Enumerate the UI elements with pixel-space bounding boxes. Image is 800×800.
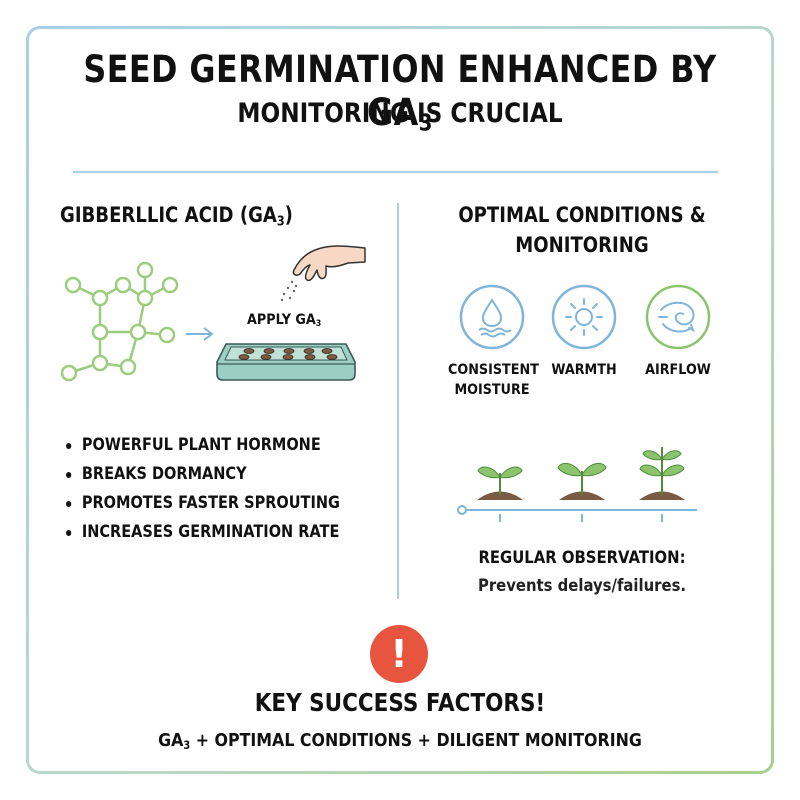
seedling-growth-timeline [457,447,697,522]
condition-label-airflow: AIRFLOW [645,362,711,378]
list-item: POWERFUL PLANT HORMONE [66,430,340,459]
benefits-list: POWERFUL PLANT HORMONE BREAKS DORMANCY P… [66,430,377,546]
seedling-icon [557,462,607,500]
seed-tray-icon [216,343,356,381]
alert-icon: ! [370,625,428,683]
condition-label-warmth: WARMTH [551,362,617,378]
hand-sprinkling-icon [280,245,366,302]
page-subtitle: MONITORING IS CRUCIAL [237,98,563,129]
water-drop-icon [459,284,525,350]
condition-label-moisture: CONSISTENT MOISTURE [448,362,539,398]
list-item: PROMOTES FASTER SPROUTING [66,488,340,517]
right-heading: OPTIMAL CONDITIONS & MONITORING [458,203,706,257]
sun-icon [551,284,617,350]
vertical-divider [397,203,399,599]
apply-ga3-label: APPLY GA3 [247,312,322,330]
list-item: INCREASES GERMINATION RATE [66,517,340,546]
arrow-right-icon [186,327,214,341]
key-success-title: KEY SUCCESS FACTORS! [254,688,546,717]
page-title: SEED GERMINATION ENHANCED BY GA3 [83,48,717,137]
left-heading: GIBBERLLIC ACID (GA3) [60,203,293,230]
list-item: BREAKS DORMANCY [66,459,340,488]
seedling-icon [639,447,685,500]
observation-title: REGULAR OBSERVATION: [478,548,686,567]
airflow-swirl-icon [645,284,711,350]
seedling-icon [477,466,523,500]
horizontal-divider [73,171,718,173]
observation-text: Prevents delays/failures. [477,576,687,595]
molecule-structure-icon [60,261,179,382]
success-formula: GA3 + OPTIMAL CONDITIONS + DILIGENT MONI… [158,730,642,752]
